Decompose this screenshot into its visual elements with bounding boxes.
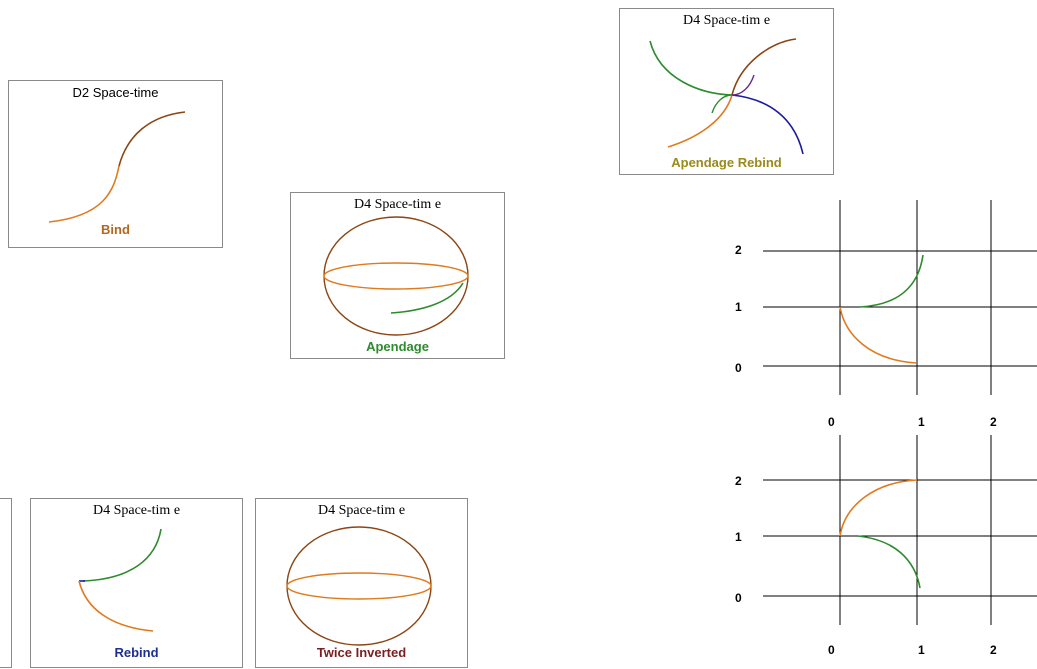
rebind-green-arc: [82, 528, 162, 582]
x-tick: 1: [918, 415, 925, 429]
orange-curve: [839, 479, 918, 537]
apendage-curve: [390, 282, 464, 314]
panel-partial-left: [0, 498, 12, 668]
panel-label: Bind: [101, 222, 130, 237]
blue-arc: [731, 94, 804, 155]
panel-title: D2 Space-time: [72, 85, 159, 100]
purple-arc: [731, 74, 755, 96]
panel-d2-bind: D2 Space-time Bind: [8, 80, 223, 248]
twice-inverted-sphere: [286, 526, 432, 646]
brown-arc: [731, 38, 797, 96]
small-green-arc: [711, 94, 733, 114]
green-arc: [649, 40, 733, 96]
panel-d4-rebind: D4 Space-tim e Rebind: [30, 498, 243, 668]
sphere-equator: [323, 262, 469, 290]
y-tick: 2: [735, 474, 742, 488]
x-tick: 2: [990, 643, 997, 657]
panel-d4-apendage-rebind: D4 Space-tim e Apendage Rebind: [619, 8, 834, 175]
grid-lines: [763, 200, 1037, 395]
panel-title: D4 Space-tim e: [317, 503, 406, 518]
grid-lines: [763, 435, 1037, 625]
bind-curve-upper: [118, 111, 186, 167]
x-tick: 1: [918, 643, 925, 657]
sphere-outline: [286, 526, 432, 646]
y-tick: 0: [735, 361, 742, 375]
sphere-outline: [323, 216, 469, 336]
panel-title: D4 Space-tim e: [353, 197, 442, 212]
x-tick: 0: [828, 415, 835, 429]
bind-curve-lower: [48, 165, 120, 223]
panel-label: Twice Inverted: [316, 645, 407, 660]
panel-label: Apendage Rebind: [671, 155, 782, 170]
coordinate-grid-bottom: 2 1 0 0 1 2: [700, 430, 1037, 664]
y-tick: 0: [735, 591, 742, 605]
sphere-equator: [286, 572, 432, 600]
x-tick: 0: [828, 643, 835, 657]
panel-label: Apendage: [366, 339, 429, 354]
green-curve: [857, 535, 921, 589]
panel-d4-apendage: D4 Space-tim e Apendage: [290, 192, 505, 359]
green-curve: [859, 254, 924, 308]
panel-title: D4 Space-tim e: [682, 13, 771, 28]
panel-label: Rebind: [114, 645, 159, 660]
y-tick: 1: [735, 530, 742, 544]
x-tick: 2: [990, 415, 997, 429]
y-tick: 2: [735, 243, 742, 257]
coordinate-grid-top: 2 1 0 0 1 2: [700, 195, 1037, 435]
rebind-orange-arc: [78, 580, 154, 632]
panel-d4-twice-inverted: D4 Space-tim e Twice Inverted: [255, 498, 468, 668]
orange-arc: [667, 94, 733, 148]
rebind-diagram: [78, 528, 162, 632]
panel-title: D4 Space-tim e: [92, 503, 181, 518]
bind-curve-diagram: [48, 111, 186, 223]
sphere-diagram: [323, 216, 469, 336]
orange-curve: [839, 306, 917, 364]
y-tick: 1: [735, 300, 742, 314]
apendage-rebind-diagram: [649, 38, 804, 155]
